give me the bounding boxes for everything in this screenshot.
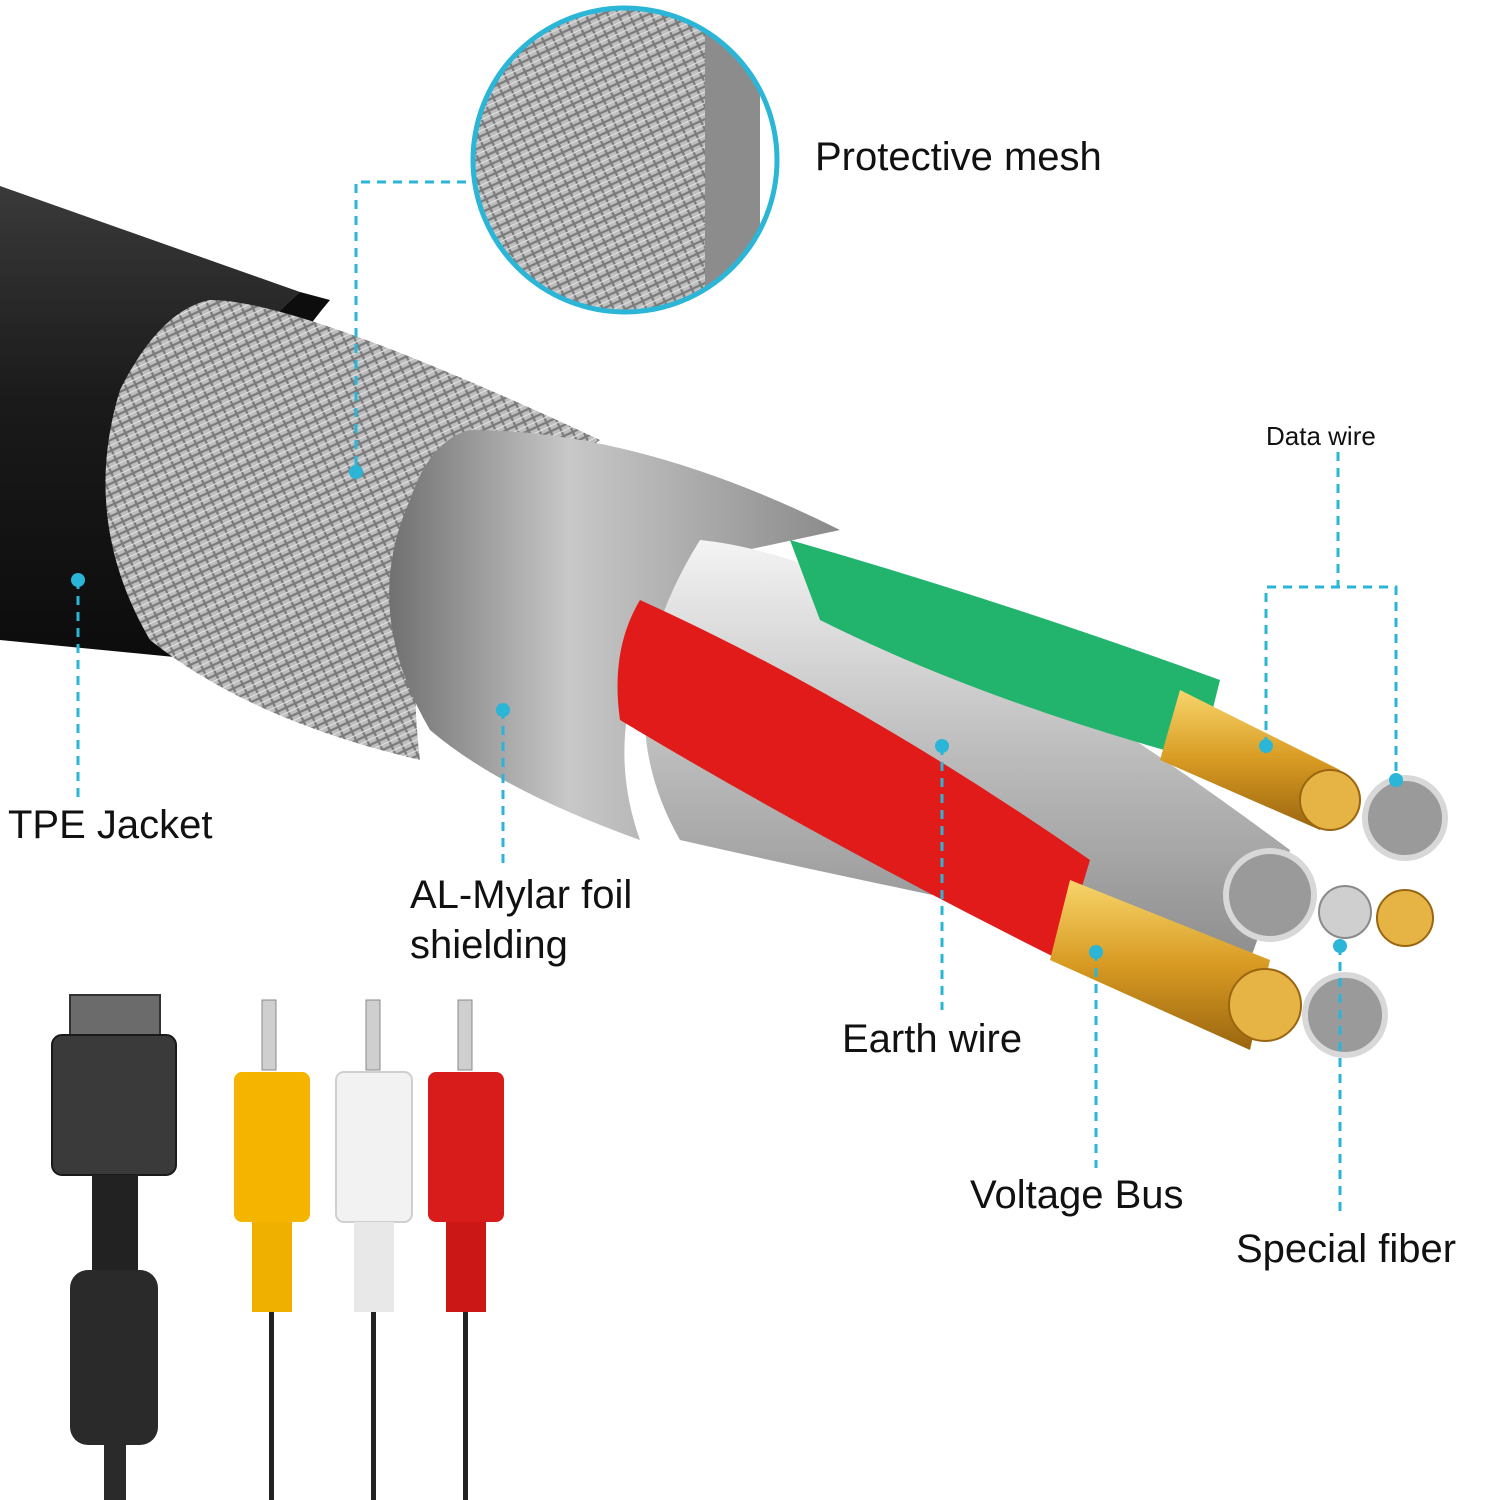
al-mylar-label: AL-Mylar foil shielding (410, 870, 710, 970)
al-mylar-label-line1: AL-Mylar foil (410, 873, 633, 917)
data-wire-label: Data wire (1266, 421, 1376, 451)
data-leader (1264, 452, 1398, 780)
data-wire-end (1362, 775, 1448, 861)
voltage-bus-label: Voltage Bus (970, 1173, 1184, 1217)
red-voltage-wire (617, 600, 1090, 960)
mesh-zoom-circle (470, 5, 780, 315)
cable-cross-section (0, 186, 1448, 1058)
special-fiber-end (1302, 972, 1388, 1058)
protective-mesh-label: Protective mesh (815, 135, 1102, 179)
rca-red-plug (428, 999, 504, 1500)
copper-core-green (1160, 690, 1340, 830)
earth-wire-strands (644, 540, 1290, 960)
rca-yellow-plug (234, 999, 310, 1500)
tpe-jacket-label: TPE Jacket (8, 803, 213, 847)
rca-white-plug (335, 999, 413, 1500)
earth-wire-label: Earth wire (842, 1017, 1023, 1061)
green-data-wire (790, 540, 1220, 760)
special-fiber-label: Special fiber (1236, 1227, 1457, 1271)
leader-lines (76, 180, 1398, 1214)
ps-av-connector (51, 994, 177, 1500)
earth-wire-end (1223, 848, 1317, 942)
al-mylar-foil (389, 430, 840, 840)
mesh-leader (354, 180, 466, 470)
al-mylar-label-line2: shielding (410, 923, 568, 967)
copper-core-red (1050, 880, 1270, 1050)
leader-dots (71, 465, 1403, 959)
protective-mesh-layer (105, 300, 601, 760)
